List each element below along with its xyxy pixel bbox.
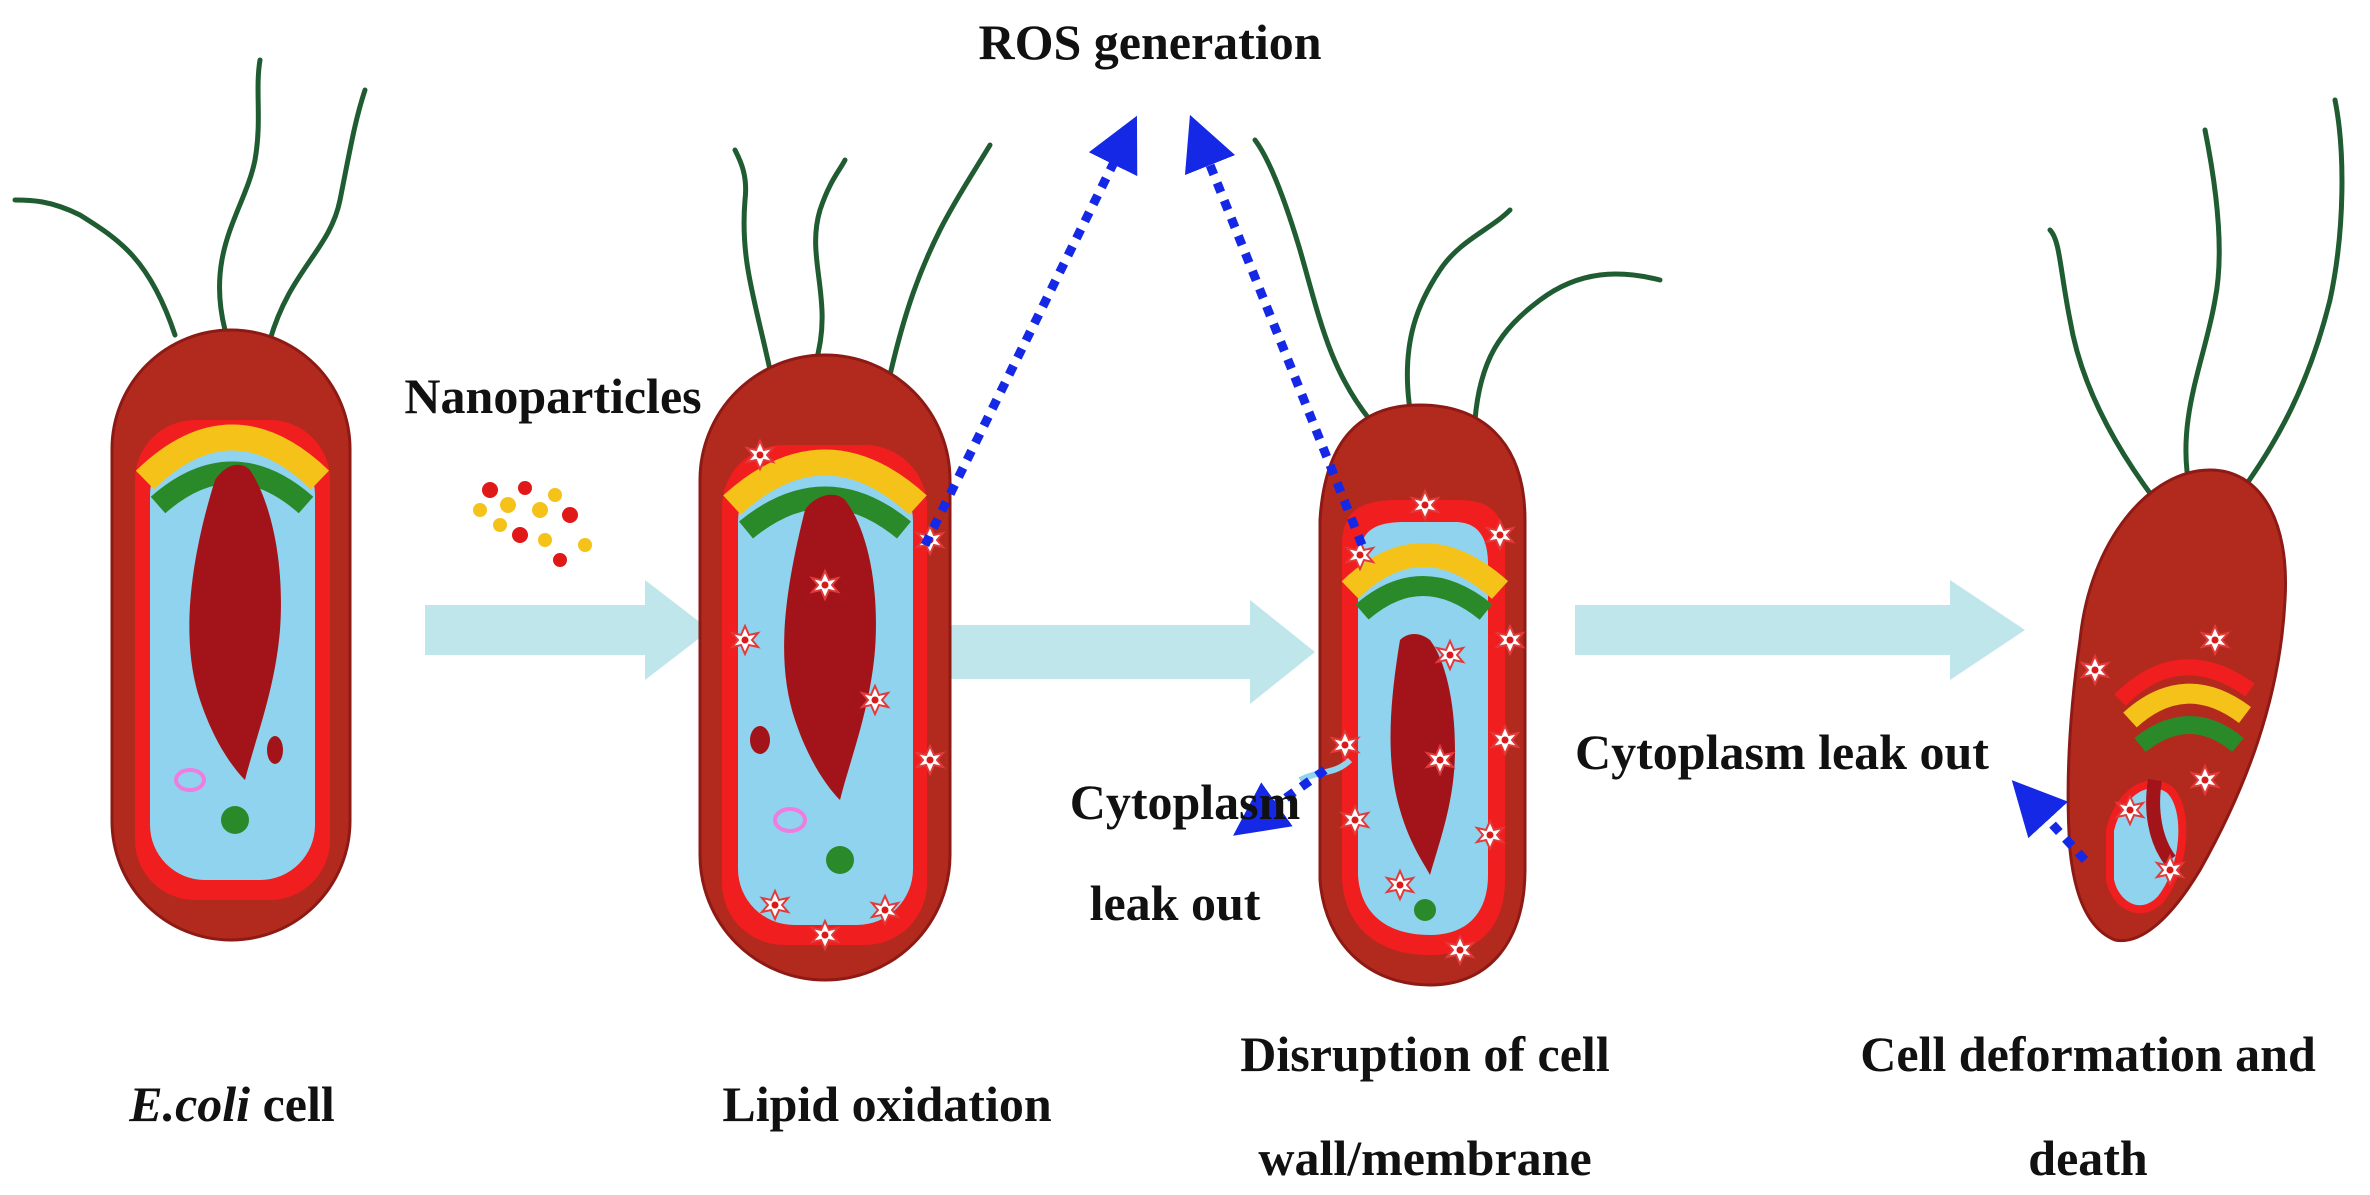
nanoparticles-cluster — [473, 481, 592, 567]
flagella-icon — [732, 142, 993, 378]
deformation-label-line1: Cell deformation and — [1860, 1026, 2316, 1082]
process-arrow-2 — [940, 600, 1315, 704]
lipid-oxidation-cell-illustration — [698, 142, 993, 982]
disruption-cell-illustration — [1252, 137, 1663, 987]
leak-arrow-right — [2011, 780, 2089, 864]
ros-generation-label: ROS generation — [978, 14, 1322, 70]
ros-arrow-right — [1184, 114, 1367, 547]
disruption-label-line1: Disruption of cell — [1240, 1026, 1610, 1082]
cytoplasm-leak-label-mid-line1: Cytoplasm — [1069, 774, 1301, 830]
flagella-icon — [2047, 97, 2345, 503]
flagella-icon — [12, 57, 368, 343]
disruption-label-line2: wall/membrane — [1258, 1130, 1592, 1186]
deformed-cell-illustration — [2047, 97, 2345, 943]
ecoli-cell-illustration — [12, 57, 368, 942]
lipid-oxidation-label: Lipid oxidation — [722, 1076, 1052, 1132]
process-arrows — [425, 580, 2025, 704]
process-arrow-1 — [425, 580, 710, 680]
cytoplasm-leak-label-right: Cytoplasm leak out — [1575, 724, 1989, 780]
ecoli-cell-label: E.coli cell — [129, 1074, 335, 1134]
ecoli-species-name: E.coli — [129, 1076, 251, 1132]
cytoplasm-leak-label-mid-line2: leak out — [1089, 875, 1261, 931]
leak-arrow-mid — [1233, 766, 1328, 836]
ecoli-cell-word: cell — [250, 1076, 335, 1132]
flagella-icon — [1252, 137, 1663, 423]
process-arrow-3 — [1575, 580, 2025, 680]
nanoparticles-label: Nanoparticles — [404, 368, 702, 424]
ros-arrows — [920, 114, 2089, 864]
deformation-label-line2: death — [2028, 1130, 2148, 1186]
